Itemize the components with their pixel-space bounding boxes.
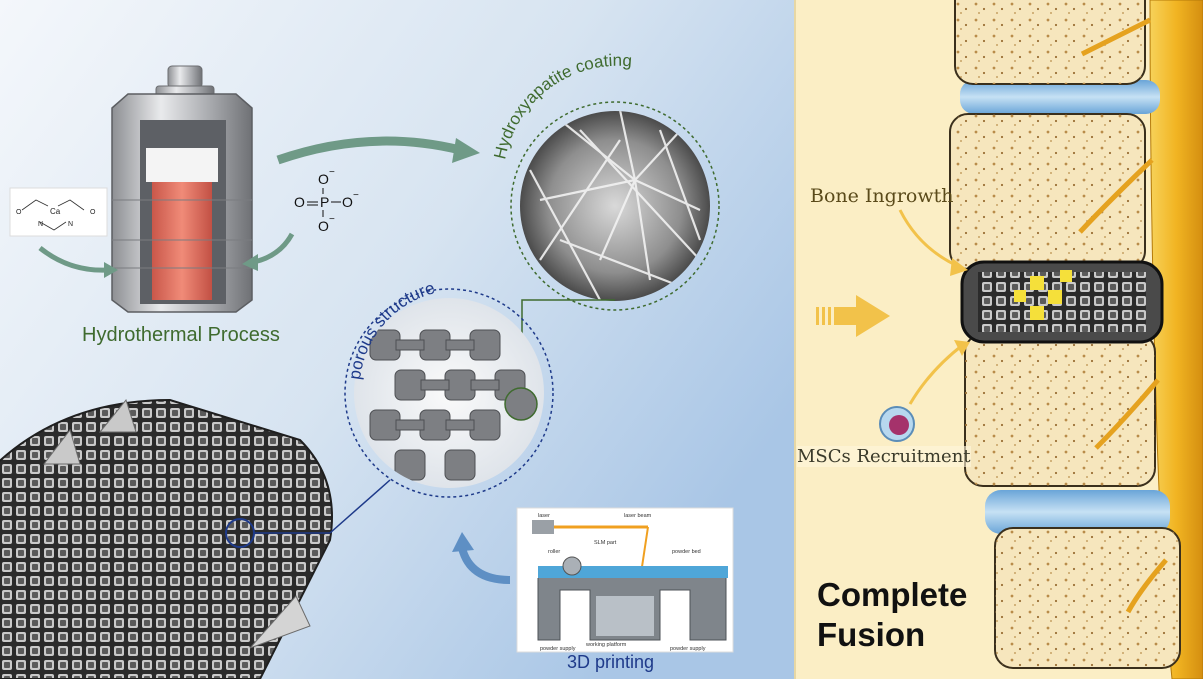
o-atom-1: O [16,209,22,216]
arrowhead-hydroxyapatite [452,138,480,163]
hydrothermal-process-label: Hydrothermal Process [82,324,280,346]
printer-label-powder-supply-left: powder supply [540,646,576,652]
phosphate-ion: O − O P O − O − [294,167,359,234]
hydroxyapatite-sem-image [510,101,720,311]
complete-fusion-label: Complete Fusion [817,575,967,655]
autoclave-illustration [111,65,253,313]
spine-illustration [949,0,1203,679]
printer-label-working-platform: working platform [585,642,627,648]
disc-lower [985,490,1170,534]
phosphate-o-left: O [294,194,305,210]
arrowhead-msc [954,340,970,356]
complete-fusion-line-2: Fusion [817,616,926,653]
bone-ingrowth-label: Bone Ingrowth [810,185,954,207]
arrow-to-hydroxyapatite [276,136,462,165]
arrowhead-phosphate [242,254,258,271]
printer-label-slm-part: SLM part [594,540,617,546]
msc-recruitment-label: MSCs Recruitment [797,446,971,467]
phosphate-o-top: O [318,171,329,187]
complete-fusion-line-1: Complete [817,576,968,613]
printer-label-laser-beam: laser beam [624,513,652,519]
insertion-arrow [816,295,890,337]
phosphate-p: P [320,194,329,210]
printer-label-laser: laser [538,513,550,519]
arrowhead-complex [104,262,118,278]
cage-implant [0,398,333,679]
printer-label-powder-bed: powder bed [672,549,701,555]
printer-label-roller: roller [548,549,560,555]
phosphate-o-bottom: O [318,218,329,234]
phosphate-charge-right: − [353,190,359,201]
arrow-complex-to-autoclave [38,246,109,273]
msc-cell-icon [879,406,915,442]
3d-printing-label: 3D printing [567,652,655,672]
arrow-phosphate-to-autoclave [253,232,295,265]
arrow-printing-to-porous [458,546,511,584]
phosphate-charge-bottom: − [329,214,335,225]
ca-complex-structure: Ca N N O O [9,187,108,237]
n-atom-right: N [68,221,73,228]
3d-printer-schematic: laser laser beam SLM part roller powder … [516,507,734,653]
phosphate-o-right: O [342,194,353,210]
ca-center-atom: Ca [50,207,61,216]
n-atom-left: N [38,221,43,228]
arrowhead-printing [452,532,474,552]
phosphate-charge-top: − [329,167,335,178]
arrow-msc [908,342,965,405]
arrowhead-bone-ingrowth [950,258,968,276]
porous-structure-image [344,288,554,498]
disc-top [960,80,1160,114]
printer-label-powder-supply-right: powder supply [670,646,706,652]
o-atom-2: O [90,209,96,216]
connector-cage-to-porous-2 [329,479,391,534]
fusion-cage [960,260,1164,344]
